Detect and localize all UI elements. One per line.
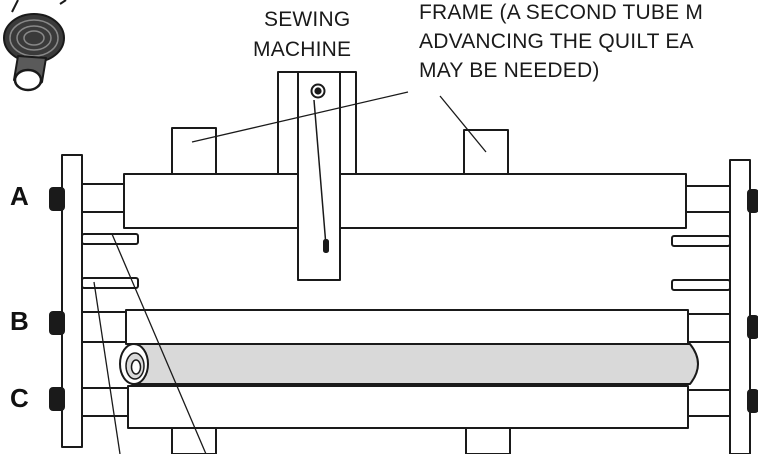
rail-label-a: A bbox=[10, 181, 29, 211]
leader-line-pin-upper bbox=[111, 233, 207, 454]
rail-c bbox=[127, 385, 689, 429]
leader-line-frame-left bbox=[191, 91, 409, 143]
rail-b bbox=[125, 309, 689, 345]
rolled-quilt bbox=[131, 343, 699, 385]
pin-right-upper bbox=[671, 235, 731, 247]
sewing-machine-arm bbox=[297, 71, 341, 281]
frame-note-line3: MAY BE NEEDED) bbox=[419, 59, 600, 82]
right-side-post bbox=[729, 159, 751, 454]
pin-right-lower bbox=[671, 279, 731, 291]
left-side-post bbox=[61, 154, 83, 448]
sewing-machine-label-line2: MACHINE bbox=[253, 38, 352, 61]
rail-a bbox=[123, 173, 687, 229]
leader-line-frame-right bbox=[439, 95, 487, 153]
pin-left-upper bbox=[81, 233, 139, 245]
machine-block-left bbox=[171, 127, 217, 175]
rail-label-b: B bbox=[10, 306, 29, 336]
frame-note-line2: ADVANCING THE QUILT EA bbox=[419, 30, 694, 53]
pin-left-lower bbox=[81, 277, 139, 289]
sewing-machine-label-line1: SEWING bbox=[264, 8, 351, 31]
leader-line-pin-lower bbox=[93, 281, 121, 454]
rail-label-c: C bbox=[10, 383, 29, 413]
thread-spool-icon bbox=[3, 0, 67, 92]
frame-note-line1: FRAME (A SECOND TUBE M bbox=[419, 1, 704, 24]
